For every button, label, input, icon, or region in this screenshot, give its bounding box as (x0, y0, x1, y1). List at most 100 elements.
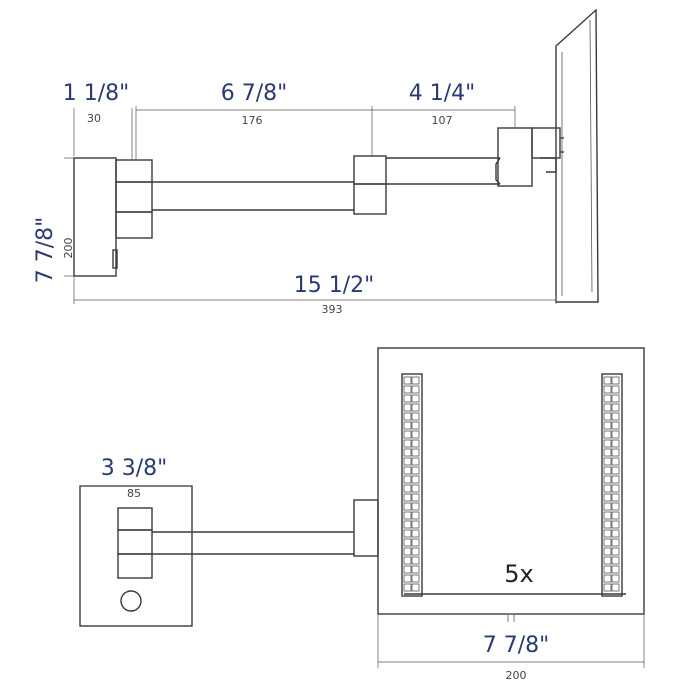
led-cell (403, 421, 412, 430)
led-cell (603, 430, 612, 439)
led-cell (603, 403, 612, 412)
led-cell (403, 448, 412, 457)
led-cell (403, 547, 412, 556)
dim-total-imperial: 15 1/2" (294, 273, 375, 298)
side-mirror-face (589, 19, 593, 293)
led-cell (611, 430, 620, 439)
dim-height-imperial: 7 7/8" (33, 217, 58, 284)
led-cell (603, 583, 612, 592)
led-cell (411, 475, 420, 484)
led-cell (603, 574, 612, 583)
dim-arm-two-imperial: 4 1/4" (409, 81, 476, 106)
front-hinge-mid (117, 529, 153, 555)
led-cell (411, 457, 420, 466)
led-cell (403, 493, 412, 502)
led-cell (611, 511, 620, 520)
led-cell (403, 583, 412, 592)
led-cell (603, 439, 612, 448)
led-cell (411, 403, 420, 412)
front-view: 5x 3 3/8" 85 7 7/8" 200 (79, 347, 645, 682)
led-cell (411, 565, 420, 574)
led-cell (611, 403, 620, 412)
led-cell (403, 394, 412, 403)
front-arm-joint (353, 499, 379, 557)
led-cell (611, 529, 620, 538)
led-cell (411, 394, 420, 403)
led-cell (603, 376, 612, 385)
led-cell (403, 520, 412, 529)
side-wall-plate (73, 157, 117, 277)
led-cell (611, 502, 620, 511)
front-switch-button (120, 590, 142, 612)
led-cell (603, 502, 612, 511)
led-cell (611, 547, 620, 556)
side-mid-joint-bottom (353, 183, 387, 215)
led-cell (611, 439, 620, 448)
led-cell (603, 565, 612, 574)
led-strip-left (401, 373, 423, 597)
led-cell (411, 421, 420, 430)
led-cell (611, 565, 620, 574)
dim-base-depth-imperial: 1 1/8" (63, 81, 130, 106)
dim-mirror-imperial: 7 7/8" (483, 633, 550, 658)
led-cell (611, 484, 620, 493)
led-cell (403, 385, 412, 394)
led-cell (403, 403, 412, 412)
led-cell (611, 412, 620, 421)
led-cell (403, 430, 412, 439)
led-cell (403, 475, 412, 484)
led-cell (611, 448, 620, 457)
dim-arm-one-metric: 176 (242, 114, 263, 127)
led-cell (403, 439, 412, 448)
led-cell (411, 439, 420, 448)
led-cell (403, 412, 412, 421)
led-cell (403, 574, 412, 583)
led-cell (403, 565, 412, 574)
led-cell (411, 502, 420, 511)
dim-base-depth-metric: 30 (87, 112, 101, 125)
side-hinge-block-top (115, 159, 153, 183)
led-cell (411, 583, 420, 592)
led-strip-frame (401, 373, 423, 597)
led-cell (603, 475, 612, 484)
led-cell (411, 484, 420, 493)
led-cell (411, 412, 420, 421)
side-mid-joint-top (353, 155, 387, 185)
led-cell (603, 466, 612, 475)
led-cell (611, 574, 620, 583)
dim-arm-one-imperial: 6 7/8" (221, 81, 288, 106)
led-cell (611, 538, 620, 547)
led-cell (411, 430, 420, 439)
led-cell (603, 412, 612, 421)
led-cell (603, 520, 612, 529)
led-cell (611, 466, 620, 475)
led-cell (411, 511, 420, 520)
led-cell (403, 511, 412, 520)
led-cell (403, 457, 412, 466)
led-cell (603, 484, 612, 493)
side-hinge-block-bottom (115, 211, 153, 239)
dim-arm-two-metric: 107 (432, 114, 453, 127)
led-cell (611, 556, 620, 565)
led-cell (611, 394, 620, 403)
led-cell (611, 493, 620, 502)
led-cell (411, 574, 420, 583)
led-cell (403, 502, 412, 511)
led-cell (411, 448, 420, 457)
front-wall-plate (79, 485, 193, 627)
led-cell (411, 529, 420, 538)
led-cell (411, 538, 420, 547)
dim-base-width-metric: 85 (127, 487, 141, 500)
led-cell (611, 475, 620, 484)
led-cell (403, 538, 412, 547)
led-cell (411, 547, 420, 556)
led-cell (603, 538, 612, 547)
led-cell (603, 421, 612, 430)
led-cell (411, 520, 420, 529)
led-cell (411, 376, 420, 385)
led-cell (611, 376, 620, 385)
dim-mirror-metric: 200 (506, 669, 527, 682)
magnification-label: 5x (504, 560, 533, 588)
led-cell (603, 556, 612, 565)
